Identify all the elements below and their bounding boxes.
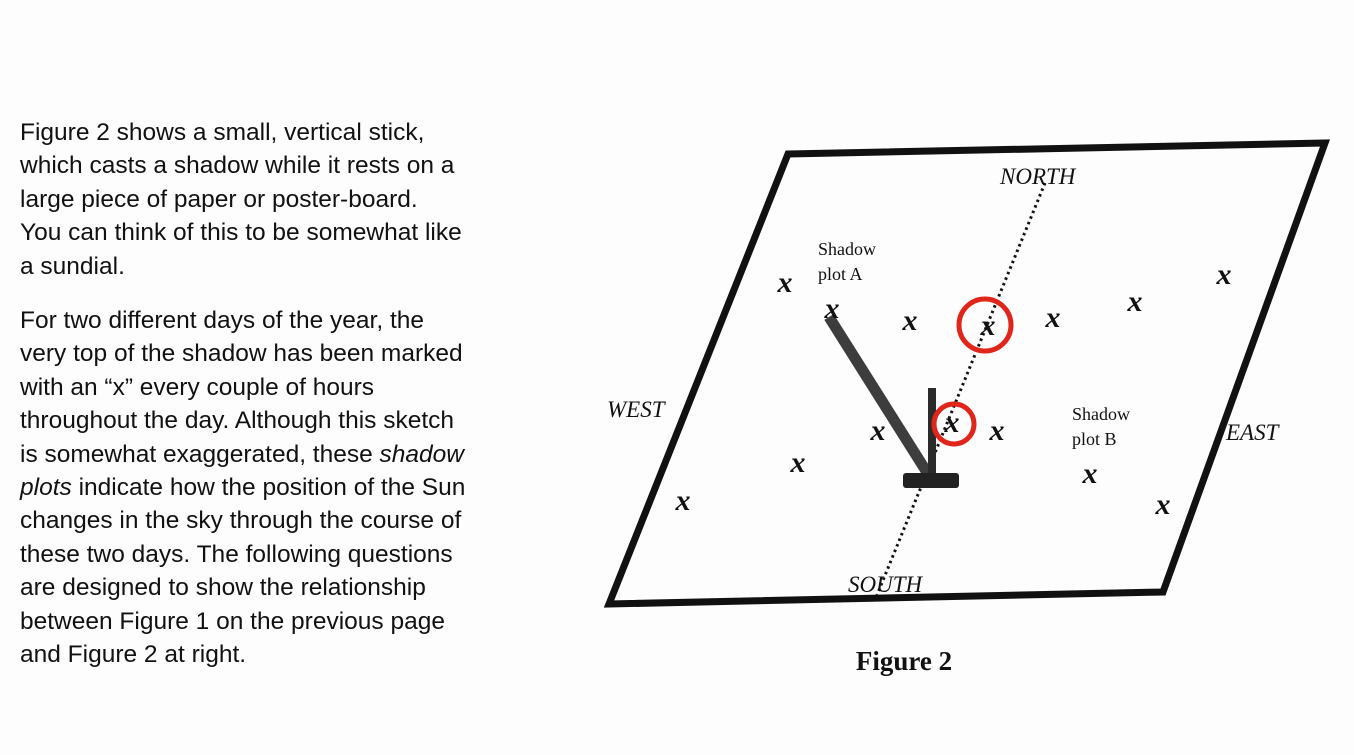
shadow-plot-a-label: Shadow: [818, 239, 876, 259]
shadow-plot-b-mark: x: [870, 414, 886, 447]
south-label: SOUTH: [848, 572, 924, 597]
paragraph-2: For two different days of the year, the …: [20, 304, 580, 671]
stick-base: [903, 473, 959, 488]
poster-board: [603, 139, 1331, 608]
paragraph-1-line: You can think of this to be somewhat lik…: [20, 219, 462, 247]
paragraph-2-line: changes in the sky through the course of: [20, 507, 462, 535]
shadow-plot-b-mark: x: [790, 446, 806, 479]
shadow-plot-a-mark: x: [1127, 285, 1143, 318]
shadow-plot-a-mark: x: [1216, 258, 1232, 291]
paragraph-2-line: and Figure 2 at right.: [20, 641, 247, 669]
paragraph-1: Figure 2 shows a small, vertical stick, …: [20, 116, 580, 283]
italic-term: shadow: [379, 440, 464, 468]
noon-highlight-circle: [931, 401, 977, 447]
shadow-plot-b-mark: x: [989, 414, 1005, 447]
text-segment: is somewhat exaggerated, these: [20, 440, 380, 468]
italic-term: plots: [20, 474, 72, 502]
paragraph-2-line: very top of the shadow has been marked: [20, 340, 463, 368]
paragraph-1-line: Figure 2 shows a small, vertical stick,: [20, 119, 425, 146]
shadow-plot-b-mark: x: [675, 484, 691, 517]
paragraph-2-line: plots indicate how the position of the S…: [20, 471, 580, 504]
north-label: NORTH: [999, 164, 1077, 189]
shadow-plot-a-mark: x: [824, 292, 840, 325]
paragraph-2-line: these two days. The following questions: [20, 540, 453, 568]
paragraph-1-line: a sundial.: [20, 252, 125, 280]
description-text: Figure 2 shows a small, vertical stick, …: [20, 116, 580, 672]
stick-shadow: [824, 314, 933, 477]
shadow-plot-a-mark: x: [980, 309, 996, 342]
shadow-plot-a-mark: x: [1045, 301, 1061, 334]
shadow-plot-b-label: plot B: [1072, 429, 1117, 449]
paragraph-2-line: with an “x” every couple of hours: [20, 373, 375, 401]
paragraph-1-line: which casts a shadow while it rests on a: [20, 152, 455, 180]
noon-highlight-circle: [956, 296, 1014, 354]
shadow-plot-b-label: Shadow: [1072, 404, 1130, 424]
north-south-line: [875, 182, 1047, 596]
shadow-plot-a-mark: x: [902, 304, 918, 337]
east-label: EAST: [1225, 420, 1281, 445]
paragraph-1-line: large piece of paper or poster-board.: [20, 185, 418, 213]
shadow-plot-b-mark: x: [944, 406, 960, 439]
paragraph-2-line: throughout the day. Although this sketch: [20, 407, 455, 435]
shadow-plot-b-mark: x: [1082, 457, 1098, 490]
shadow-plot-b-mark: x: [1155, 488, 1171, 521]
figure-caption: Figure 2: [856, 646, 952, 676]
paragraph-2-line: For two different days of the year, the: [20, 307, 425, 335]
shadow-marks: x x x x x x x x x x x x x x: [675, 258, 1232, 521]
text-segment: indicate how the position of the Sun: [71, 474, 466, 502]
west-label: WEST: [607, 397, 667, 422]
paragraph-2-line: is somewhat exaggerated, these shadow: [20, 438, 580, 471]
paragraph-2-line: are designed to show the relationship: [20, 574, 426, 602]
shadow-plot-a-mark: x: [777, 266, 793, 299]
shadow-plot-a-label: plot A: [818, 264, 863, 284]
paragraph-2-line: between Figure 1 on the previous page: [20, 607, 445, 635]
